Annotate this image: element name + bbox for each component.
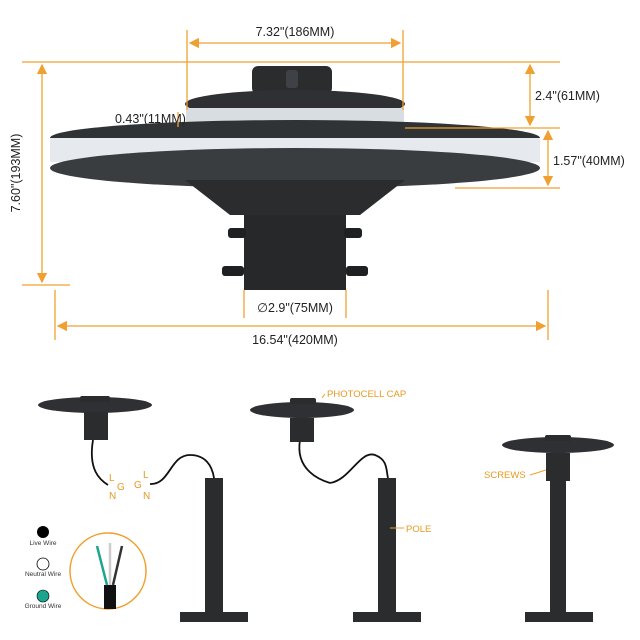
wire-right-n: N — [143, 491, 150, 502]
legend-neutral: Neutral Wire — [25, 571, 62, 578]
total-height-label: 7.60"(193MM) — [9, 134, 23, 213]
step-2-fixture — [250, 398, 421, 622]
slip-fitter-label: ∅2.9"(75MM) — [257, 301, 333, 315]
main-fixture — [50, 66, 540, 290]
wire-left-n: N — [109, 491, 116, 502]
ring-height-label: 1.57"(40MM) — [553, 154, 625, 168]
wire-right-g: G — [134, 480, 142, 491]
screws-callout: SCREWS — [484, 470, 526, 481]
step-3-fixture — [502, 435, 614, 622]
cable-detail — [69, 532, 147, 610]
photocell-callout: PHOTOCELL CAP — [327, 389, 406, 400]
step-1-fixture — [38, 396, 248, 622]
total-width-label: 16.54"(420MM) — [252, 333, 338, 347]
top-width-label: 7.32"(186MM) — [256, 25, 335, 39]
wire-right-l: L — [143, 470, 149, 481]
dimension-lines — [22, 30, 560, 340]
top-height-label: 2.4"(61MM) — [535, 89, 600, 103]
legend-live: Live Wire — [29, 540, 56, 547]
wire-left-l: L — [109, 473, 115, 484]
legend-ground: Ground Wire — [25, 603, 62, 610]
wire-legend: Live Wire Neutral Wire Ground Wire — [25, 526, 62, 610]
wiring — [90, 439, 389, 486]
lens-height-label: 0.43"(11MM) — [115, 112, 186, 126]
pole-callout: POLE — [406, 524, 431, 535]
wire-left-g: G — [117, 482, 125, 493]
